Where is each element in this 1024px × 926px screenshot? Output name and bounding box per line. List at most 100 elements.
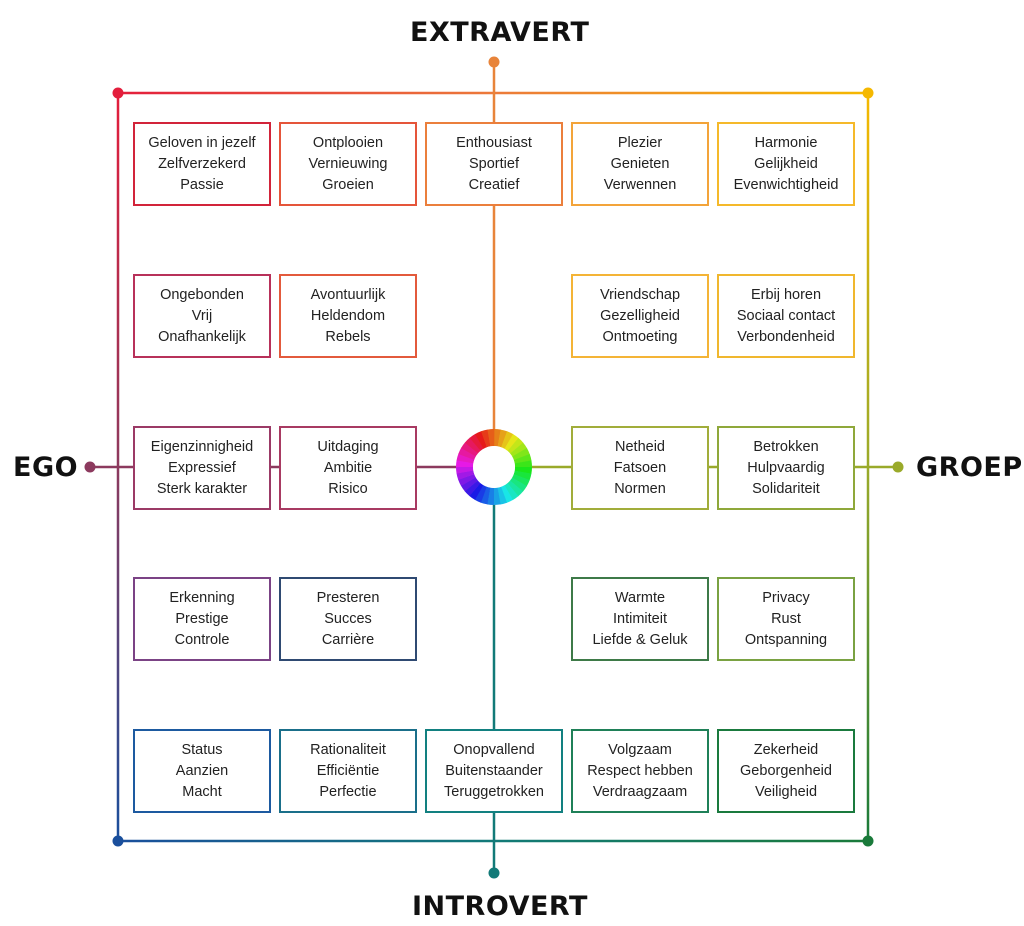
value-box-line: Rust (771, 610, 801, 627)
color-wheel-segment (456, 466, 474, 474)
value-box-line: Aanzien (175, 762, 229, 779)
color-wheel-segment (461, 442, 479, 457)
value-box-line: Teruggetrokken (444, 783, 544, 800)
axis-dot-bottom (488, 867, 500, 879)
color-wheel-segment (512, 448, 530, 461)
value-box-line: Onafhankelijk (158, 328, 246, 345)
value-box-line: Verdraagzaam (592, 783, 688, 800)
color-wheel-segment (507, 437, 524, 454)
value-box-line: Efficiëntie (316, 762, 380, 779)
axis-label-ego: EGO (13, 452, 79, 483)
value-box-line: Verbondenheid (737, 328, 835, 345)
value-box-line: Geborgenheid (740, 762, 832, 779)
color-wheel-segment (480, 486, 491, 505)
value-box-line: Hulpvaardig (747, 459, 825, 476)
value-box-line: Creatief (468, 176, 520, 193)
value-box-line: Heldendom (310, 307, 386, 324)
value-box-line: Gelijkheid (754, 155, 818, 172)
color-wheel-segment (456, 460, 474, 467)
axis-dot-right (892, 461, 904, 473)
value-box-line: Vrij (191, 307, 213, 324)
value-box-line: Expressief (168, 459, 236, 476)
color-wheel-segment (504, 434, 519, 452)
value-box-line: Vernieuwing (308, 155, 388, 172)
color-wheel-segment (460, 477, 478, 492)
value-box-line: Risico (328, 480, 368, 497)
color-wheel-segment (512, 474, 530, 487)
value-box-line: Erbij horen (750, 286, 822, 303)
value-box-line: Ontmoeting (602, 328, 678, 345)
corner-dot-top-left (112, 87, 124, 99)
axis-dot-top (488, 56, 500, 68)
color-wheel-segment (458, 473, 476, 486)
value-box-line: Erkenning (169, 589, 235, 606)
color-wheel-segment (487, 428, 495, 447)
value-box-line: Rationaliteit (310, 741, 386, 758)
color-wheel-segment (497, 429, 508, 448)
color-wheel-segment (493, 487, 501, 505)
value-box-line: Verwennen (603, 176, 677, 193)
value-box-line: Ontspanning (744, 631, 828, 648)
value-box-line: Avontuurlijk (310, 286, 386, 303)
value-box-line: Controle (174, 631, 230, 648)
color-wheel-icon (456, 428, 532, 505)
value-box-line: Sterk karakter (156, 480, 248, 497)
color-wheel-segment (475, 431, 488, 449)
value-box-line: Respect hebben (587, 762, 693, 779)
value-box-line: Zelfverzekerd (158, 155, 246, 172)
value-box-line: Vriendschap (599, 286, 681, 303)
color-wheel-segment (487, 487, 494, 505)
color-wheel-segment (464, 480, 481, 497)
value-box-line: Eigenzinnigheid (150, 438, 254, 455)
value-box-line: Ongebonden (160, 286, 244, 303)
value-box-line: Carrière (321, 631, 375, 648)
value-box-line: Prestige (175, 610, 229, 627)
value-box-line: Uitdaging (317, 438, 379, 455)
corner-dot-top-right (862, 87, 874, 99)
color-wheel-segment (469, 482, 484, 500)
corner-dot-bottom-right (862, 835, 874, 847)
color-wheel-center (473, 446, 515, 488)
value-box-line: Privacy (762, 589, 810, 606)
value-box-line: Plezier (617, 134, 663, 151)
value-box-line: Macht (182, 783, 222, 800)
color-wheel-segment (456, 453, 475, 464)
color-wheel-segment (514, 460, 532, 468)
value-box-line: Presteren (316, 589, 380, 606)
value-box-line: Sportief (469, 155, 519, 172)
value-box-line: Volgzaam (608, 741, 672, 758)
color-wheel-segment (474, 485, 487, 503)
value-box-line: Warmte (614, 589, 666, 606)
value-box-line: Rebels (325, 328, 371, 345)
value-box-line: Passie (180, 176, 224, 193)
axis-label-extravert: EXTRAVERT (410, 17, 590, 48)
value-box-line: Enthousiast (456, 134, 532, 151)
color-wheel-segment (494, 429, 501, 447)
color-wheel-segment (501, 431, 514, 449)
value-box-line: Intimiteit (613, 610, 667, 627)
value-box-line: Gezelligheid (600, 307, 680, 324)
value-box-line: Perfectie (319, 783, 377, 800)
value-box-line: Harmonie (754, 134, 818, 151)
value-box-line: Zekerheid (753, 741, 819, 758)
value-box-line: Fatsoen (613, 459, 667, 476)
value-box-line: Ambitie (323, 459, 373, 476)
value-box-line: Solidariteit (752, 480, 820, 497)
color-wheel-segment (464, 437, 481, 454)
